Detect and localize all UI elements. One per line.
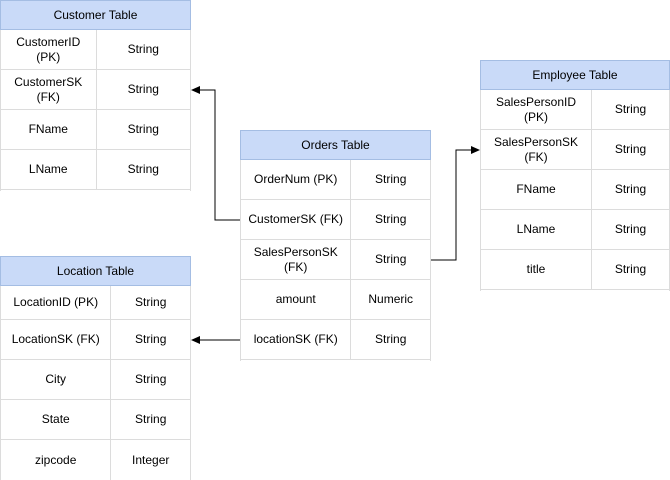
field-type: String (375, 252, 407, 266)
table-row[interactable]: FName String (481, 170, 669, 210)
field-type: Numeric (368, 292, 414, 306)
customer-table-header: Customer Table (0, 0, 191, 30)
field-name: FName (481, 170, 592, 209)
field-type: Integer (132, 452, 170, 467)
table-row[interactable]: FName String (1, 110, 190, 150)
field-type: String (127, 82, 159, 96)
orders-table-header: Orders Table (240, 130, 431, 160)
field-type: String (614, 102, 647, 116)
table-row[interactable]: zipcode Integer (1, 440, 190, 480)
table-row[interactable]: LocationSK (FK) String (1, 320, 190, 360)
table-row[interactable]: LocationID (PK) String (1, 286, 190, 320)
connector-orders-to-employee (431, 146, 480, 261)
field-name: title (481, 250, 592, 289)
field-type: String (127, 162, 159, 176)
employee-table-title: Employee Table (532, 68, 618, 82)
field-name: locationSK (FK) (241, 320, 352, 359)
field-type: String (614, 222, 647, 236)
table-row[interactable]: SalesPersonSK (FK) String (481, 130, 669, 170)
connector-orders-to-customer (191, 86, 240, 221)
field-type: String (614, 262, 647, 276)
employee-table[interactable]: Employee Table SalesPersonID (PK) String… (480, 60, 670, 291)
field-name: SalesPersonSK (FK) (241, 240, 352, 279)
table-row[interactable]: CustomerSK (FK) String (241, 200, 430, 240)
field-type: String (127, 42, 159, 56)
field-name: amount (241, 280, 352, 319)
employee-table-header: Employee Table (480, 60, 670, 90)
field-name: zipcode (1, 440, 112, 480)
field-name: City (1, 360, 112, 399)
field-name: LocationSK (FK) (1, 320, 112, 359)
field-type: String (135, 295, 167, 309)
table-row[interactable]: City String (1, 360, 190, 400)
orders-table-title: Orders Table (301, 138, 370, 152)
table-row[interactable]: SalesPersonID (PK) String (481, 90, 669, 130)
table-row[interactable]: CustomerID (PK) String (1, 30, 190, 70)
table-row[interactable]: CustomerSK (FK) String (1, 70, 190, 110)
table-row[interactable]: title String (481, 250, 669, 290)
field-name: FName (1, 110, 97, 149)
field-name: LocationID (PK) (1, 286, 112, 319)
field-name: CustomerSK (FK) (1, 70, 97, 109)
table-row[interactable]: OrderNum (PK) String (241, 160, 430, 200)
customer-table-title: Customer Table (53, 8, 138, 22)
table-row[interactable]: amount Numeric (241, 280, 430, 320)
table-row[interactable]: SalesPersonSK (FK) String (241, 240, 430, 280)
location-table-header: Location Table (0, 256, 191, 286)
field-type: String (375, 332, 407, 346)
table-row[interactable]: LName String (1, 150, 190, 190)
field-type: String (135, 332, 167, 346)
field-name: LName (481, 210, 592, 249)
table-row[interactable]: State String (1, 400, 190, 440)
location-table-title: Location Table (56, 264, 135, 278)
field-type: String (614, 142, 647, 156)
field-type: String (375, 172, 407, 186)
customer-table[interactable]: Customer Table CustomerID (PK) String Cu… (0, 0, 191, 191)
table-row[interactable]: locationSK (FK) String (241, 320, 430, 360)
field-type: String (375, 212, 407, 226)
location-table[interactable]: Location Table LocationID (PK) String Lo… (0, 256, 191, 480)
table-row[interactable]: LName String (481, 210, 669, 250)
field-name: LName (1, 150, 97, 189)
orders-table[interactable]: Orders Table OrderNum (PK) String Custom… (240, 130, 431, 361)
field-name: State (1, 400, 112, 439)
field-name: CustomerID (PK) (1, 30, 97, 69)
field-name: OrderNum (PK) (241, 160, 352, 199)
field-name: SalesPersonSK (FK) (481, 130, 592, 169)
field-name: SalesPersonID (PK) (481, 90, 592, 129)
field-type: String (127, 122, 159, 136)
field-type: String (135, 372, 167, 386)
field-type: String (135, 412, 167, 426)
field-name: CustomerSK (FK) (241, 200, 352, 239)
field-type: String (614, 182, 647, 196)
